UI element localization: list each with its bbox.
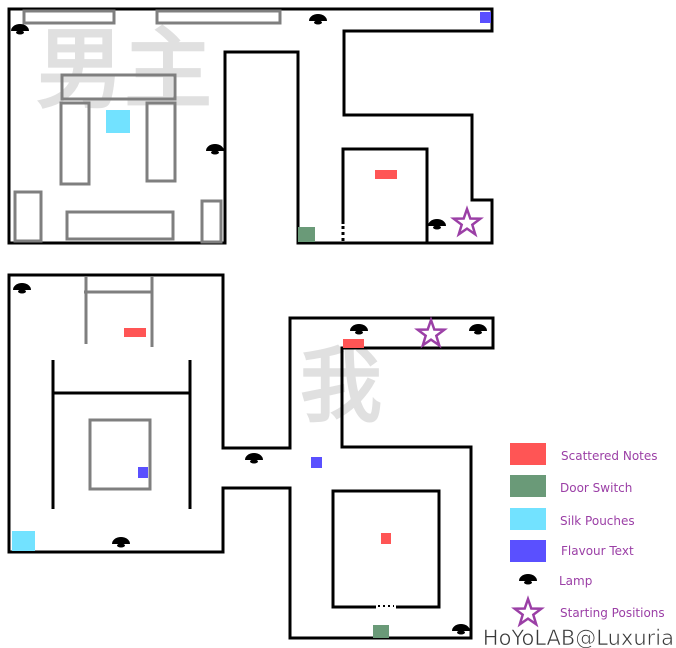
lamp-icon [428,216,446,233]
starting-position-star-icon[interactable] [416,318,446,347]
lamp-icon [350,321,368,338]
legend-label-lamp: Lamp [559,574,592,588]
legend-swatch-silk-pouches [510,508,546,530]
lamp-icon [112,534,130,551]
furniture [13,190,43,243]
legend-label-silk-pouches: Silk Pouches [560,514,635,528]
flavour-text-marker[interactable] [480,12,491,23]
legend-swatch-door-switch [510,475,546,497]
furniture [22,9,116,25]
top-outer-walls [7,7,494,245]
furniture [59,101,91,186]
legend-label-flavour-text: Flavour Text [561,544,634,558]
lamp-icon [309,11,327,28]
silk-pouch-marker[interactable] [106,110,130,133]
starting-position-star-icon[interactable] [452,207,482,236]
credit-watermark: HoYoLAB@Luxuria [483,626,674,648]
legend-swatch-flavour-text [510,540,546,562]
furniture [60,73,177,101]
top-map [7,7,494,245]
lamp-icon [469,321,487,338]
furniture [88,418,152,491]
legend-star-icon [513,597,543,626]
scattered-note-marker[interactable] [124,328,146,337]
legend-lamp-icon [519,571,537,588]
scattered-note-marker[interactable] [375,170,397,179]
door-switch-marker[interactable] [298,227,315,242]
legend-swatch-scattered-notes [510,443,546,465]
scattered-note-marker[interactable] [343,339,364,348]
flavour-text-marker[interactable] [311,457,322,468]
legend-label-scattered-notes: Scattered Notes [561,449,658,463]
legend: Scattered Notes Door Switch Silk Pouches… [510,443,665,626]
silk-pouch-marker[interactable] [12,531,35,551]
flavour-text-marker[interactable] [138,467,148,478]
lamp-icon [245,450,263,467]
door-switch-marker[interactable] [373,625,389,638]
lamp-icon [206,141,224,158]
furniture [145,101,177,183]
legend-label-starting-positions: Starting Positions [560,606,665,620]
legend-label-door-switch: Door Switch [560,481,632,495]
furniture [155,9,282,25]
scattered-note-marker[interactable] [381,533,391,544]
bottom-map [7,273,495,640]
bottom-outer-walls [7,273,495,640]
lamp-icon [452,621,470,638]
bottom-inner-room [331,489,441,609]
furniture [200,199,223,244]
lamp-icon [13,280,31,297]
furniture [65,210,175,241]
top-inner-room [341,147,429,243]
